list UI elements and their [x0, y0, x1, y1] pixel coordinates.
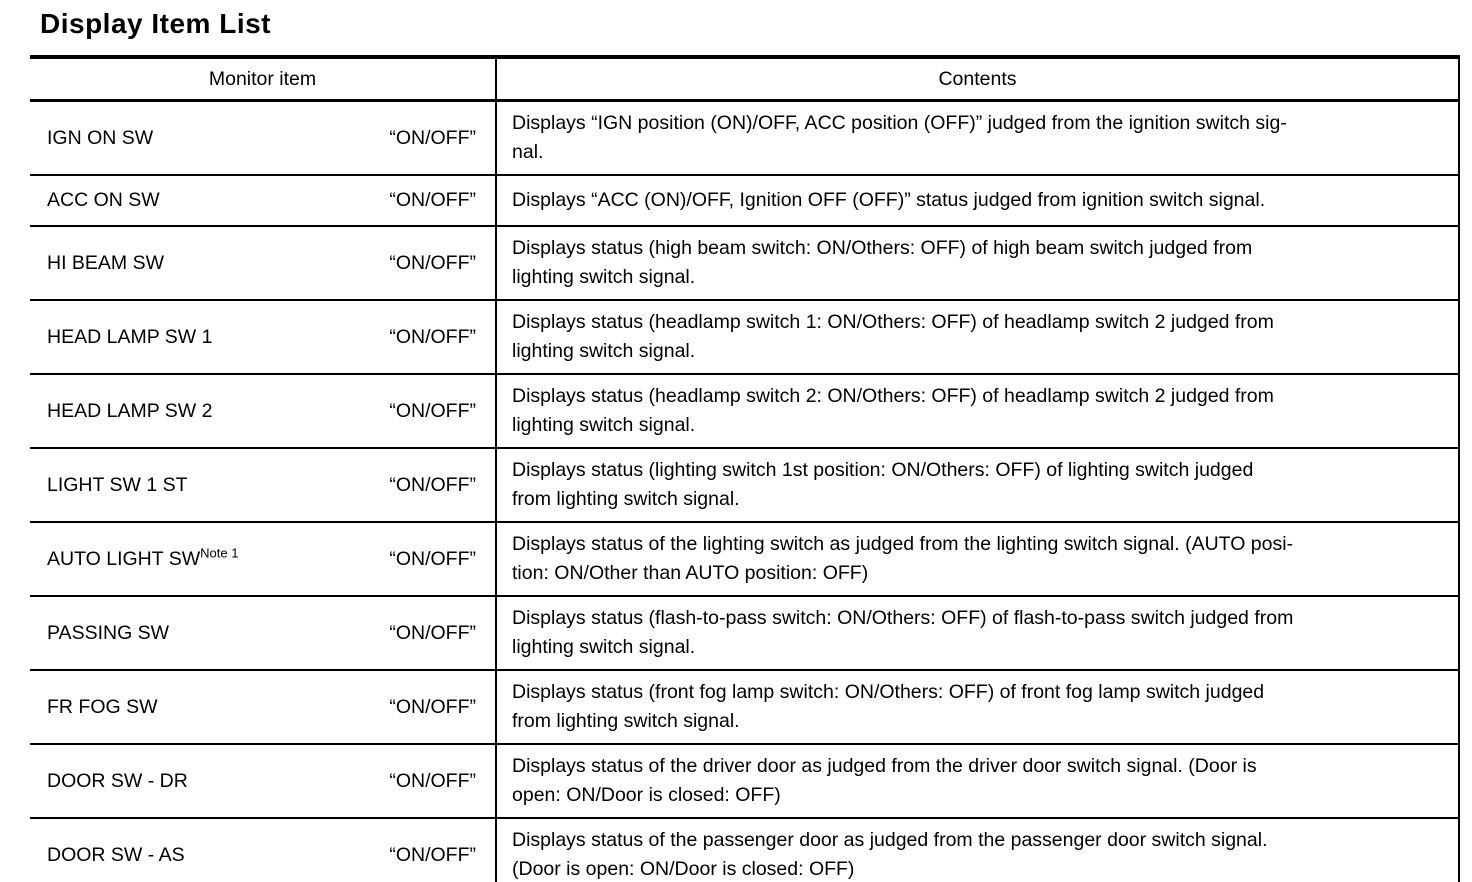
table-row: PASSING SW “ON/OFF” Displays status (fla… — [30, 597, 1458, 671]
monitor-item-label: AUTO LIGHT SWNote 1 — [47, 545, 238, 574]
note-ref: Note 1 — [200, 545, 239, 560]
monitor-item-cell: ACC ON SW “ON/OFF” — [30, 176, 497, 225]
table-row: HEAD LAMP SW 1 “ON/OFF” Displays status … — [30, 301, 1458, 375]
table-row: AUTO LIGHT SWNote 1 “ON/OFF” Displays st… — [30, 523, 1458, 597]
header-monitor-item: Monitor item — [30, 59, 497, 99]
monitor-item-cell: DOOR SW - DR “ON/OFF” — [30, 745, 497, 817]
row-contents: Displays status (high beam switch: ON/Ot… — [512, 237, 1253, 288]
table-row: DOOR SW - DR “ON/OFF” Displays status of… — [30, 745, 1458, 819]
row-contents: Displays status of the passenger door as… — [512, 829, 1268, 880]
row-contents: Displays status (lighting switch 1st pos… — [512, 459, 1254, 510]
monitor-item-value: “ON/OFF” — [389, 695, 476, 718]
monitor-item-cell: AUTO LIGHT SWNote 1 “ON/OFF” — [30, 523, 497, 595]
monitor-item-cell: HEAD LAMP SW 2 “ON/OFF” — [30, 375, 497, 447]
monitor-item-text: IGN ON SW — [47, 126, 154, 149]
monitor-item-label: DOOR SW - DR — [47, 767, 188, 796]
row-contents: Displays status (flash-to-pass switch: O… — [512, 607, 1294, 658]
monitor-item-label: LIGHT SW 1 ST — [47, 471, 188, 500]
row-contents: Displays status (headlamp switch 2: ON/O… — [512, 385, 1274, 436]
table-row: FR FOG SW “ON/OFF” Displays status (fron… — [30, 671, 1458, 745]
table-body: IGN ON SW “ON/OFF” Displays “IGN positio… — [30, 102, 1458, 882]
table-row: IGN ON SW “ON/OFF” Displays “IGN positio… — [30, 102, 1458, 176]
row-contents: Displays status (headlamp switch 1: ON/O… — [512, 311, 1274, 362]
monitor-item-label: ACC ON SW — [47, 186, 160, 215]
table-row: DOOR SW - AS “ON/OFF” Displays status of… — [30, 819, 1458, 882]
table-row: HI BEAM SW “ON/OFF” Displays status (hig… — [30, 227, 1458, 301]
monitor-item-text: LIGHT SW 1 ST — [47, 473, 188, 496]
monitor-item-text: DOOR SW - AS — [47, 843, 185, 866]
table-row: HEAD LAMP SW 2 “ON/OFF” Displays status … — [30, 375, 1458, 449]
row-contents: Displays status of the lighting switch a… — [512, 533, 1294, 584]
monitor-item-cell: PASSING SW “ON/OFF” — [30, 597, 497, 669]
monitor-item-label: HI BEAM SW — [47, 249, 164, 278]
row-contents: Displays “ACC (ON)/OFF, Ignition OFF (OF… — [512, 189, 1266, 211]
monitor-item-label: HEAD LAMP SW 2 — [47, 397, 212, 426]
monitor-item-value: “ON/OFF” — [389, 399, 476, 422]
monitor-item-cell: IGN ON SW “ON/OFF” — [30, 102, 497, 174]
monitor-item-cell: HEAD LAMP SW 1 “ON/OFF” — [30, 301, 497, 373]
monitor-item-text: HEAD LAMP SW 2 — [47, 399, 213, 422]
monitor-item-text: ACC ON SW — [47, 189, 160, 211]
monitor-item-value: “ON/OFF” — [389, 843, 476, 866]
display-item-table: Monitor item Contents IGN ON SW “ON/OFF”… — [30, 55, 1460, 882]
monitor-item-label: DOOR SW - AS — [47, 841, 185, 870]
monitor-item-value: “ON/OFF” — [389, 325, 476, 348]
row-contents: Displays “IGN position (ON)/OFF, ACC pos… — [512, 112, 1287, 163]
monitor-item-label: HEAD LAMP SW 1 — [47, 323, 212, 352]
monitor-item-value: “ON/OFF” — [389, 621, 476, 644]
monitor-item-label: FR FOG SW — [47, 693, 158, 722]
monitor-item-text: HEAD LAMP SW 1 — [47, 325, 213, 348]
page-title: Display Item List — [40, 8, 272, 39]
monitor-item-text: FR FOG SW — [47, 695, 158, 718]
monitor-item-text: HI BEAM SW — [47, 251, 165, 274]
monitor-item-cell: DOOR SW - AS “ON/OFF” — [30, 819, 497, 882]
monitor-item-value: “ON/OFF” — [389, 251, 476, 274]
row-contents: Displays status (front fog lamp switch: … — [512, 681, 1265, 732]
monitor-item-value: “ON/OFF” — [389, 126, 476, 149]
monitor-item-text: PASSING SW — [47, 621, 170, 644]
monitor-item-label: IGN ON SW — [47, 124, 153, 153]
monitor-item-cell: HI BEAM SW “ON/OFF” — [30, 227, 497, 299]
monitor-item-text: DOOR SW - DR — [47, 769, 188, 792]
monitor-item-value: “ON/OFF” — [389, 473, 476, 496]
header-contents: Contents — [938, 67, 1017, 90]
monitor-item-value: “ON/OFF” — [389, 547, 476, 570]
monitor-item-cell: LIGHT SW 1 ST “ON/OFF” — [30, 449, 497, 521]
table-header-row: Monitor item Contents — [30, 59, 1458, 102]
row-contents: Displays status of the driver door as ju… — [512, 755, 1257, 806]
table-row: LIGHT SW 1 ST “ON/OFF” Displays status (… — [30, 449, 1458, 523]
monitor-item-cell: FR FOG SW “ON/OFF” — [30, 671, 497, 743]
monitor-item-value: “ON/OFF” — [389, 769, 476, 792]
table-row: ACC ON SW “ON/OFF” Displays “ACC (ON)/OF… — [30, 176, 1458, 227]
monitor-item-value: “ON/OFF” — [389, 189, 476, 211]
monitor-item-text: AUTO LIGHT SW — [47, 547, 201, 570]
monitor-item-label: PASSING SW — [47, 619, 169, 648]
